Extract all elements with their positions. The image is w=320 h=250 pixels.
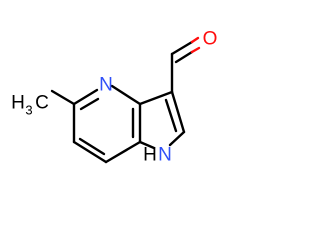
bond-c5-n4-inner <box>79 97 100 111</box>
bond-c7a-c7 <box>104 140 142 164</box>
bond-cho-o-inner <box>174 50 194 64</box>
pyrrole-nitrogen-label: N <box>158 145 172 166</box>
structure-canvas: H 3 C N N H O <box>11 29 218 166</box>
bond-c2-n1 <box>168 130 186 147</box>
bond-n1-c7a <box>138 140 156 150</box>
ring-nitrogen-label: N <box>99 75 113 96</box>
pyrrole-h-label: H <box>143 145 157 166</box>
bond-c5-methyl <box>50 89 76 106</box>
aldehyde-oxygen-label: O <box>203 29 218 50</box>
bond-c5-n4 <box>72 88 99 106</box>
bond-c7-c6 <box>72 140 108 164</box>
bond-c3a-c3 <box>138 90 174 106</box>
bond-cho-o-inner-red <box>190 46 201 54</box>
bond-cho-o-outer-red <box>190 36 200 44</box>
methyl-h-label: H <box>11 93 25 114</box>
methyl-subscript-label: 3 <box>25 103 32 118</box>
methyl-c-label: C <box>35 93 49 114</box>
bond-n4-c3a <box>110 84 142 106</box>
bond-cho-o-outer <box>170 40 194 56</box>
bond-c7-c6-inner <box>78 137 106 156</box>
bond-c3-c2-inner <box>164 98 178 133</box>
chemical-structure: H 3 C N N H O <box>11 29 218 166</box>
bond-c3-c2 <box>170 90 186 134</box>
